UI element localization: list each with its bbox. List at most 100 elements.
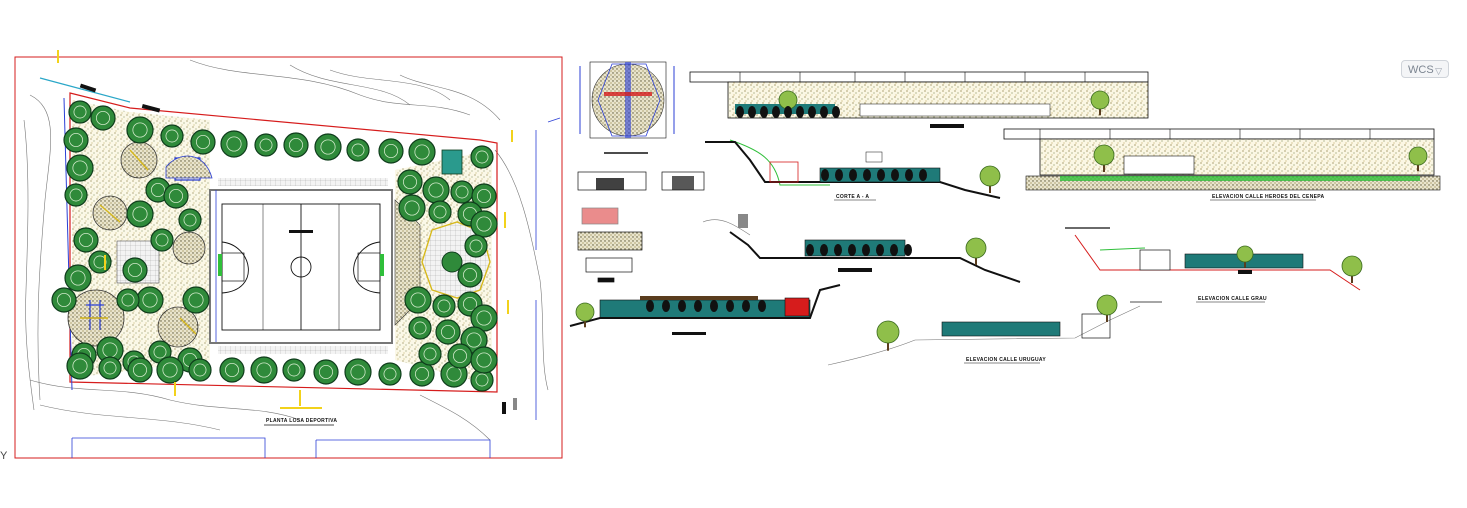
shrub-icon (760, 106, 768, 118)
tree-icon (150, 228, 174, 252)
tree-icon (156, 356, 184, 384)
sports-court (209, 178, 393, 354)
shrub-icon (748, 106, 756, 118)
ucs-axis-icon: Y (0, 450, 7, 462)
elevation-grau-title: ELEVACION CALLE GRAU (1198, 296, 1267, 302)
tree-icon (422, 176, 450, 204)
tree-icon (190, 129, 216, 155)
elevation-tree-icon (1093, 144, 1115, 172)
shrub-icon (834, 244, 842, 256)
elevation-tree-icon (965, 237, 987, 265)
park-section-elevation (569, 284, 841, 335)
tree-icon (66, 154, 94, 182)
tree-icon (66, 352, 94, 380)
shrub-icon (710, 300, 718, 312)
elevation-grau: ELEVACION CALLE GRAU (1065, 227, 1361, 303)
tree-icon (313, 359, 339, 385)
tree-icon (378, 362, 402, 386)
elevation-uruguay: ELEVACION CALLE URUGUAY (827, 301, 1162, 366)
shrub-icon (646, 300, 654, 312)
shrub-icon (808, 106, 816, 118)
shrub-icon (849, 169, 857, 181)
tree-icon (408, 316, 432, 340)
wcs-label: WCS (1408, 64, 1434, 76)
elevation-tree-icon (1090, 90, 1110, 116)
lot-boundary (69, 92, 498, 393)
shrub-icon (891, 169, 899, 181)
shrub-icon (806, 244, 814, 256)
tree-icon (378, 138, 404, 164)
shrub-icon (784, 106, 792, 118)
tree-icon (344, 358, 372, 386)
elevation-top-2: ELEVACION CALLE HEROES DEL CENEPA (1003, 128, 1441, 201)
shrub-icon (726, 300, 734, 312)
section-title: CORTE A - A (836, 194, 869, 200)
tree-icon (404, 286, 432, 314)
tree-icon (346, 138, 370, 162)
tree-icon (126, 116, 154, 144)
shrub-icon (694, 300, 702, 312)
tree-icon (250, 356, 278, 384)
plan-title: PLANTA LOSA DEPORTIVA (266, 418, 337, 424)
elevation-tree-icon (876, 320, 900, 351)
shrub-icon (848, 244, 856, 256)
tree-icon (254, 133, 278, 157)
tree-icon (471, 183, 497, 209)
tree-icon (418, 342, 442, 366)
tree-icon (283, 132, 309, 158)
shrub-icon (820, 244, 828, 256)
shrub-icon (678, 300, 686, 312)
wcs-dropdown[interactable]: WCS ▽ (1401, 60, 1449, 78)
tree-icon (188, 358, 212, 382)
shrub-icon (835, 169, 843, 181)
shrub-icon (877, 169, 885, 181)
tree-icon (398, 194, 426, 222)
tree-icon (282, 358, 306, 382)
tree-icon (220, 130, 248, 158)
elevation-uruguay-title: ELEVACION CALLE URUGUAY (966, 357, 1046, 363)
tree-icon (182, 286, 210, 314)
shrub-icon (890, 244, 898, 256)
tree-icon (435, 319, 461, 345)
tree-icon (450, 180, 474, 204)
tree-icon (447, 343, 473, 369)
tree-icon (470, 145, 494, 169)
tree-icon (126, 200, 154, 228)
elevation-tree-icon (1341, 255, 1363, 283)
chevron-down-icon: ▽ (1435, 66, 1442, 76)
shrub-icon (863, 169, 871, 181)
tree-icon (408, 138, 436, 166)
tree-icon (64, 183, 88, 207)
shrub-icon (796, 106, 804, 118)
shrub-icon (662, 300, 670, 312)
ucs-axis-label: Y (0, 450, 8, 462)
tree-icon (90, 105, 116, 131)
shrub-icon (742, 300, 750, 312)
tree-icon (116, 288, 140, 312)
elevation-heroes-title: ELEVACION CALLE HEROES DEL CENEPA (1212, 194, 1325, 200)
shrub-icon (832, 106, 840, 118)
tree-icon (470, 346, 498, 374)
tree-icon (409, 361, 435, 387)
shrub-icon (758, 300, 766, 312)
tree-icon (127, 357, 153, 383)
tree-icon (64, 264, 92, 292)
tree-icon (163, 183, 189, 209)
site-plan: PLANTA LOSA DEPORTIVA (14, 50, 563, 459)
tree-icon (432, 294, 456, 318)
tree-icon (160, 124, 184, 148)
tree-icon (219, 357, 245, 383)
shrub-icon (821, 169, 829, 181)
elevation-tree-icon (1096, 294, 1118, 322)
tree-icon (314, 133, 342, 161)
tree-icon (63, 127, 89, 153)
shrub-icon (772, 106, 780, 118)
tree-icon (397, 169, 423, 195)
shrub-icon (820, 106, 828, 118)
elevation-tree-icon (1408, 146, 1428, 172)
tree-icon (51, 287, 77, 313)
elevation-tree-icon (979, 165, 1001, 193)
shrub-icon (905, 169, 913, 181)
tree-icon (464, 234, 488, 258)
